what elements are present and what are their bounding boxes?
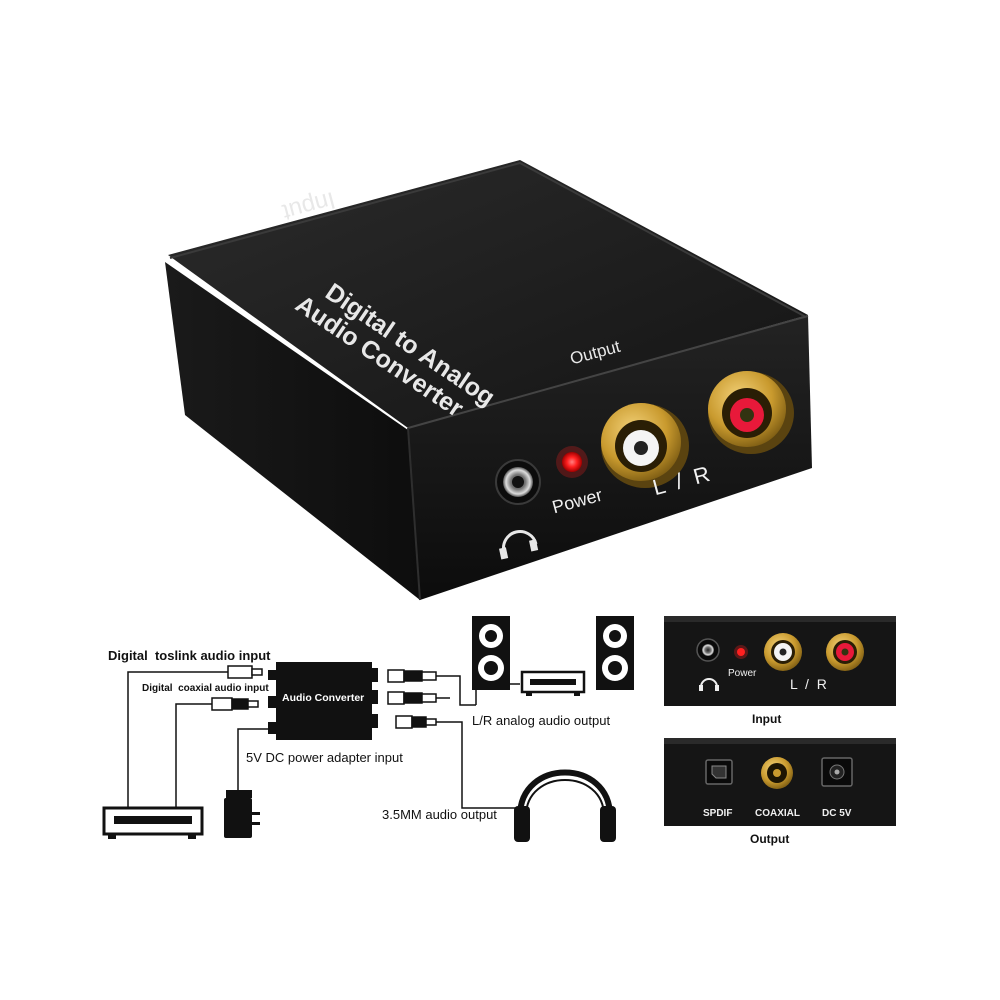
speaker-right-icon [596,616,634,690]
coaxial-port [761,757,793,789]
coaxial-input-label: Digital coaxial audio input [142,683,269,694]
spdif-port [705,759,733,785]
diagram-converter-label: Audio Converter [282,692,365,704]
front-panel-caption: Input [752,712,782,726]
speaker-left-icon [472,616,510,690]
lr-analog-output-label: L/R analog audio output [472,713,611,728]
power-led [556,446,588,478]
rca-left-white [601,403,689,488]
front-panel-image [664,616,896,706]
headphone-cable [436,721,515,809]
rca-output-cable-1 [436,675,476,706]
back-panel-caption: Output [750,832,790,846]
headphones-icon [514,769,616,842]
front-panel-power-label: Power [728,668,757,679]
rca-right-red [708,371,794,454]
box-left-face [165,262,420,600]
front-panel-headphone-icon [699,678,719,691]
coaxial-port-label: COAXIAL [755,808,800,819]
front-panel-jack [696,638,720,662]
front-panel-rca-white [764,633,802,671]
front-panel-power-led [734,645,748,659]
back-panel-image [664,738,896,826]
coaxial-cable [175,703,212,808]
headphone-jack [495,459,541,505]
amplifier-icon [520,670,586,696]
source-player-icon [102,806,204,839]
toslink-cable [127,671,228,808]
power-cable [237,728,268,792]
diagram-converter-box [268,662,378,740]
dc-power-port [821,757,853,787]
rca-plugs-output [387,669,437,729]
box-top-face [168,160,808,428]
headphone-output-label: 3.5MM audio output [382,807,497,822]
toslink-input-label: Digital toslink audio input [108,648,271,663]
front-panel-rca-red [826,633,864,671]
front-panel-lr-label: L / R [790,676,827,692]
toslink-plug [227,665,263,679]
spdif-label: SPDIF [703,808,733,819]
coaxial-plug [211,697,259,711]
power-adapter-icon [224,790,260,838]
dc-5v-label: DC 5V [822,808,852,819]
power-adapter-label: 5V DC power adapter input [246,750,403,765]
headphone-icon [499,530,539,560]
